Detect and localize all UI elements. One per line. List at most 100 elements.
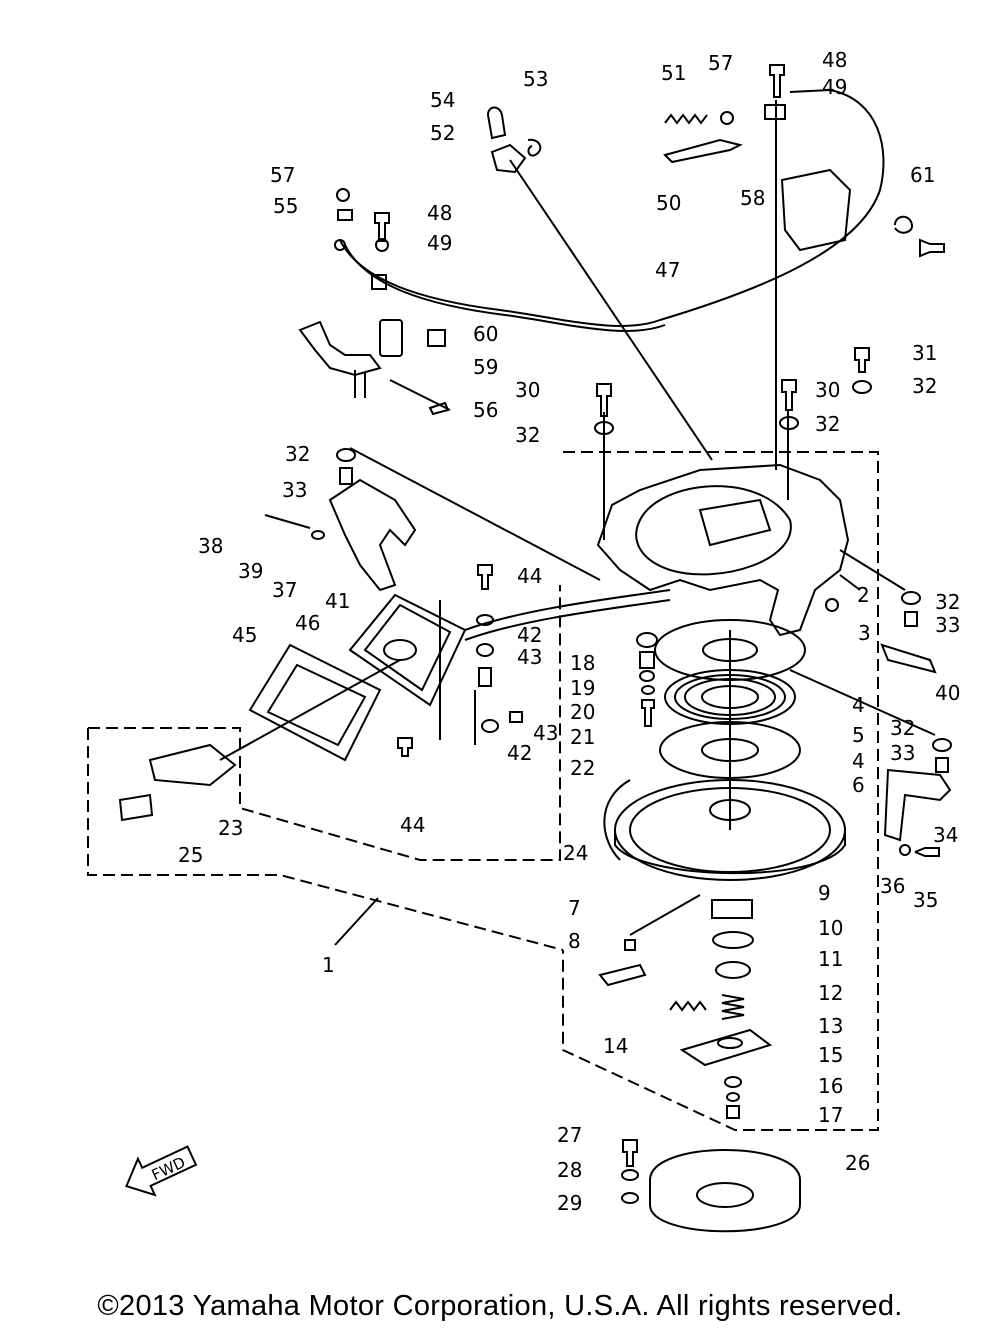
part-53-clip <box>527 138 542 157</box>
label-40: 40 <box>935 681 960 705</box>
label-49a: 49 <box>822 75 847 99</box>
label-10: 10 <box>818 916 843 940</box>
label-58: 58 <box>740 186 765 210</box>
label-33c: 33 <box>890 741 915 765</box>
label-57a: 57 <box>708 51 733 75</box>
part-9-bushing <box>711 899 753 919</box>
part-32-washer-a <box>594 421 614 435</box>
part-45-grip <box>248 643 382 762</box>
label-14: 14 <box>603 1034 628 1058</box>
label-36: 36 <box>880 874 905 898</box>
label-42a: 42 <box>517 623 542 647</box>
part-28 <box>621 1169 639 1181</box>
label-19: 19 <box>570 676 595 700</box>
label-42b: 42 <box>507 741 532 765</box>
label-54: 54 <box>430 88 455 112</box>
part-56 <box>428 401 450 416</box>
part-13-pawl <box>679 1028 773 1067</box>
label-41: 41 <box>325 589 350 613</box>
label-61: 61 <box>910 163 935 187</box>
label-32b: 32 <box>515 423 540 447</box>
part-7 <box>624 939 636 951</box>
label-34: 34 <box>933 823 958 847</box>
part-41-plate <box>348 593 467 707</box>
label-33a: 33 <box>282 478 307 502</box>
label-59: 59 <box>473 355 498 379</box>
part-54-knob <box>486 106 507 140</box>
label-3: 3 <box>858 621 871 645</box>
label-43b: 43 <box>533 721 558 745</box>
label-30b: 30 <box>815 378 840 402</box>
label-45: 45 <box>232 623 257 647</box>
label-26: 26 <box>845 1151 870 1175</box>
label-25: 25 <box>178 843 203 867</box>
label-47: 47 <box>655 258 680 282</box>
label-32f: 32 <box>890 716 915 740</box>
starter-assembly-outline <box>562 451 879 1131</box>
part-44-bolt-b <box>397 737 413 757</box>
label-55: 55 <box>273 194 298 218</box>
part-12-spring <box>721 994 745 1020</box>
part-40-bracket <box>880 643 937 674</box>
label-33b: 33 <box>935 613 960 637</box>
part-32-washer-b <box>779 416 799 430</box>
label-38: 38 <box>198 534 223 558</box>
label-17: 17 <box>818 1103 843 1127</box>
part-25 <box>118 793 154 822</box>
part-35-bolt <box>914 847 940 857</box>
part-14-spring <box>669 1000 707 1012</box>
label-6: 6 <box>852 773 865 797</box>
part-59-bracket <box>298 320 382 377</box>
label-11: 11 <box>818 947 843 971</box>
label-32c: 32 <box>815 412 840 436</box>
label-16: 16 <box>818 1074 843 1098</box>
part-16 <box>726 1092 740 1102</box>
part-37-bracket <box>328 478 417 592</box>
part-29 <box>621 1192 639 1204</box>
label-32a: 32 <box>912 374 937 398</box>
label-5: 5 <box>852 723 865 747</box>
label-4a: 4 <box>852 693 865 717</box>
label-35: 35 <box>913 888 938 912</box>
part-60 <box>427 329 446 347</box>
part-49-clamp <box>764 104 786 120</box>
cable-47 <box>339 88 885 327</box>
label-32d: 32 <box>285 442 310 466</box>
part-32-washer-c <box>852 380 872 394</box>
part-50-lever <box>663 138 743 164</box>
label-12: 12 <box>818 981 843 1005</box>
part-59 <box>379 319 403 357</box>
part-21 <box>641 699 655 727</box>
label-1: 1 <box>322 953 335 977</box>
part-38-bolt <box>264 514 311 529</box>
label-13: 13 <box>818 1014 843 1038</box>
label-7: 7 <box>568 896 581 920</box>
label-49b: 49 <box>427 231 452 255</box>
part-23-handle <box>148 743 237 787</box>
part-26-drum <box>649 1149 801 1233</box>
part-27-bolt <box>622 1139 638 1167</box>
part-44-bolt-a <box>477 564 493 590</box>
label-15: 15 <box>818 1043 843 1067</box>
label-50: 50 <box>656 191 681 215</box>
label-44b: 44 <box>400 813 425 837</box>
label-22: 22 <box>570 756 595 780</box>
part-15 <box>724 1076 742 1088</box>
label-8: 8 <box>568 929 581 953</box>
part-2-starter-housing <box>596 463 850 637</box>
fwd-label: FWD <box>149 1153 188 1184</box>
label-30a: 30 <box>515 378 540 402</box>
part-30-bolt-b <box>781 379 797 411</box>
label-46: 46 <box>295 611 320 635</box>
label-43a: 43 <box>517 645 542 669</box>
part-52-holder <box>490 143 527 174</box>
part-34-bracket <box>883 768 952 842</box>
label-2: 2 <box>857 583 870 607</box>
copyright-notice: ©2013 Yamaha Motor Corporation, U.S.A. A… <box>97 1290 903 1322</box>
handle-assembly-outline <box>87 585 564 951</box>
part-36 <box>899 844 911 856</box>
part-17 <box>726 1105 740 1119</box>
label-20: 20 <box>570 700 595 724</box>
label-24: 24 <box>563 841 588 865</box>
label-44a: 44 <box>517 564 542 588</box>
